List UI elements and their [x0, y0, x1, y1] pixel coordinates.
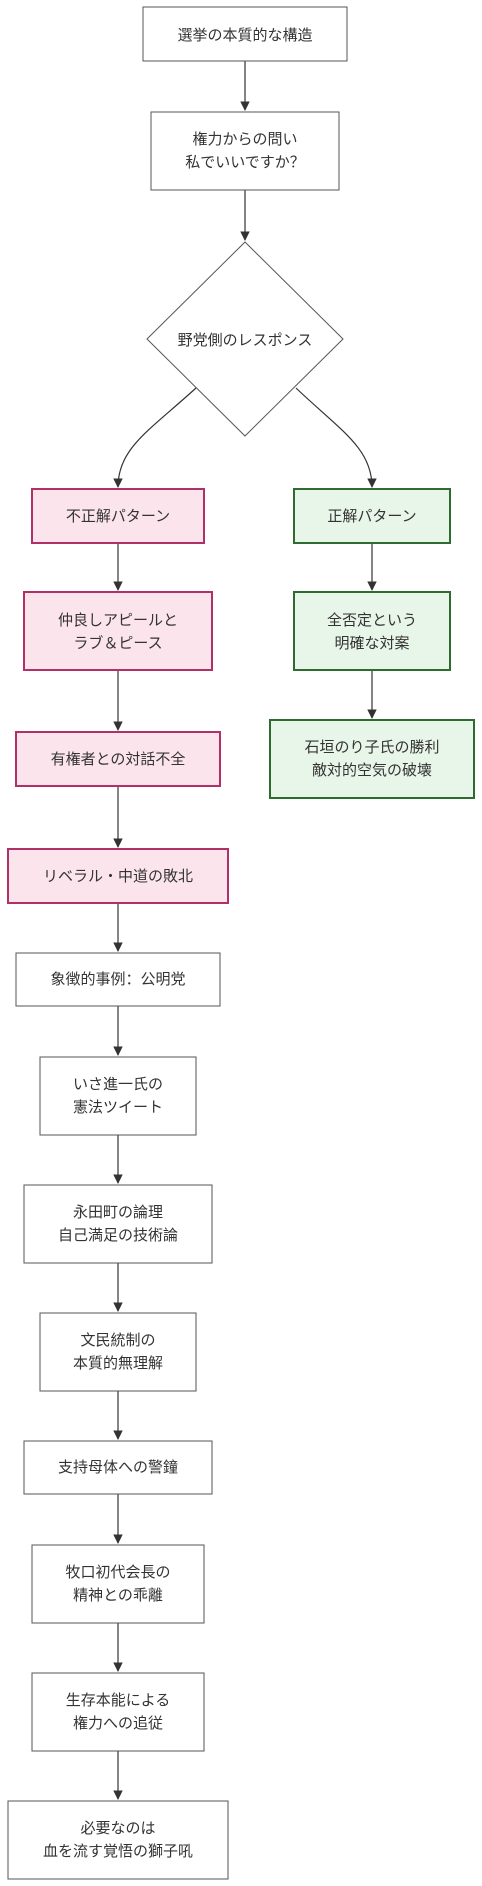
- node-question: 権力からの問い 私でいいですか？: [150, 111, 340, 191]
- node-c3-label-2: 本質的無理解: [73, 1354, 163, 1372]
- node-rightA: 全否定という 明確な対案: [293, 591, 451, 671]
- node-c4: 支持母体への警鐘: [23, 1440, 213, 1495]
- node-rightB-label-2: 敵対的空気の破壊: [312, 761, 432, 779]
- node-wrong3: リベラル・中道の敗北: [7, 848, 229, 904]
- node-wrong1: 仲良しアピールと ラブ＆ピース: [23, 591, 213, 671]
- node-decision: 野党側のレスポンス: [146, 241, 344, 437]
- node-c4-label-1: 支持母体への警鐘: [58, 1458, 178, 1476]
- node-c1-label-1: いさ進一氏の: [73, 1075, 163, 1093]
- node-c1: いさ進一氏の 憲法ツイート: [39, 1056, 197, 1136]
- node-c5: 牧口初代会長の 精神との乖離: [31, 1544, 205, 1624]
- node-wrong2-label-1: 有権者との対話不全: [51, 750, 186, 768]
- node-c5-label-2: 精神との乖離: [73, 1586, 163, 1604]
- node-right: 正解パターン: [293, 488, 451, 544]
- node-rightA-label-1: 全否定という: [327, 611, 417, 629]
- node-question-label-2: 私でいいですか？: [185, 153, 305, 171]
- node-c2-label-1: 永田町の論理: [73, 1203, 163, 1221]
- node-wrong1-label-1: 仲良しアピールと: [58, 611, 178, 629]
- node-c2: 永田町の論理 自己満足の技術論: [23, 1184, 213, 1264]
- node-right-label-1: 正解パターン: [327, 507, 416, 525]
- node-c6: 生存本能による 権力への追従: [31, 1672, 205, 1752]
- node-wrong-label-1: 不正解パターン: [66, 507, 170, 525]
- node-question-label-1: 権力からの問い: [192, 130, 297, 148]
- node-case-label-1: 象徴的事例：公明党: [50, 970, 185, 988]
- node-rightB-label-1: 石垣のり子氏の勝利: [304, 738, 439, 756]
- edges: [113, 61, 377, 1800]
- node-c1-label-2: 憲法ツイート: [73, 1098, 163, 1116]
- node-case: 象徴的事例：公明党: [15, 952, 221, 1007]
- node-start-label-1: 選挙の本質的な構造: [177, 26, 312, 44]
- edge-decision-right: [295, 387, 377, 488]
- node-wrong3-label-1: リベラル・中道の敗北: [43, 867, 193, 885]
- node-c3-label-1: 文民統制の: [80, 1331, 155, 1349]
- node-rightA-label-2: 明確な対案: [334, 634, 409, 652]
- node-c6-label-1: 生存本能による: [66, 1691, 171, 1709]
- node-wrong1-label-2: ラブ＆ピース: [73, 634, 162, 652]
- node-decision-label-1: 野党側のレスポンス: [178, 331, 313, 349]
- node-c3: 文民統制の 本質的無理解: [39, 1312, 197, 1392]
- node-c7-label-2: 血を流す覚悟の獅子吼: [43, 1842, 193, 1860]
- node-wrong: 不正解パターン: [31, 488, 205, 544]
- node-start: 選挙の本質的な構造: [142, 6, 348, 62]
- node-c7: 必要なのは 血を流す覚悟の獅子吼: [7, 1800, 229, 1880]
- node-wrong2: 有権者との対話不全: [15, 731, 221, 787]
- edge-decision-wrong: [113, 387, 197, 488]
- node-c6-label-2: 権力への追従: [73, 1714, 163, 1732]
- node-rightB: 石垣のり子氏の勝利 敵対的空気の破壊: [269, 719, 475, 799]
- node-c5-label-1: 牧口初代会長の: [65, 1563, 170, 1581]
- node-c2-label-2: 自己満足の技術論: [58, 1226, 178, 1244]
- node-c7-label-1: 必要なのは: [80, 1819, 155, 1837]
